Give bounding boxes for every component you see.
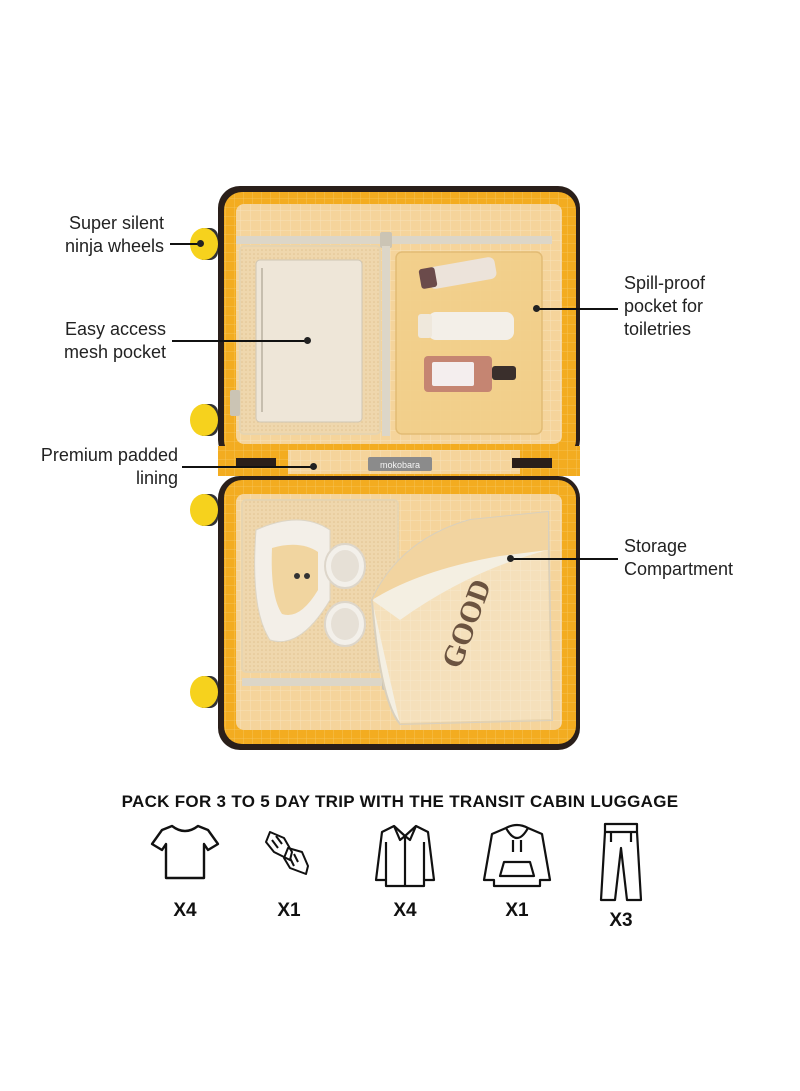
pack-item-sneakers: X1 [244, 822, 334, 922]
trousers-icon [599, 822, 643, 902]
leader-storage [512, 558, 618, 560]
leader-lining [182, 466, 312, 468]
wheels [190, 228, 218, 708]
pack-item-trousers: X3 [576, 822, 666, 932]
sneakers-icon [265, 831, 309, 875]
dot-storage [507, 555, 514, 562]
tshirt-icon [150, 824, 220, 880]
leader-spill-proof [538, 308, 618, 310]
eye-mask [254, 519, 331, 643]
dot-lining [310, 463, 317, 470]
pack-count-shirt: X4 [393, 900, 417, 921]
leader-wheels [170, 243, 200, 245]
shirt-icon [374, 824, 436, 888]
brand-label: mokobara [380, 460, 420, 470]
pack-count-tshirt: X4 [173, 900, 197, 921]
hoodie-icon [482, 823, 552, 888]
callout-mesh-pocket: Easy access mesh pocket [63, 319, 166, 362]
callout-lining: Premium padded lining [40, 445, 178, 488]
storage-cube: GOOD [370, 510, 554, 726]
pack-count-sneakers: X1 [277, 900, 301, 921]
pack-count-trousers: X3 [609, 910, 633, 931]
leader-mesh-pocket [172, 340, 306, 342]
dot-mesh-pocket [304, 337, 311, 344]
dot-spill-proof [533, 305, 540, 312]
suitcase-photo: mokobara GOOD [190, 186, 580, 750]
dot-wheels [197, 240, 204, 247]
pack-count-hoodie: X1 [505, 900, 529, 921]
pack-item-shirt: X4 [360, 822, 450, 922]
callout-wheels: Super silent ninja wheels [64, 213, 164, 256]
pack-title: PACK FOR 3 TO 5 DAY TRIP WITH THE TRANSI… [121, 792, 679, 811]
callout-spill-proof: Spill-proof pocket for toiletries [624, 273, 706, 339]
sunglasses [324, 543, 366, 647]
toiletries [418, 257, 516, 392]
pack-item-hoodie: X1 [472, 822, 562, 922]
pack-item-tshirt: X4 [140, 822, 230, 922]
callout-storage: Storage Compartment [624, 536, 734, 579]
